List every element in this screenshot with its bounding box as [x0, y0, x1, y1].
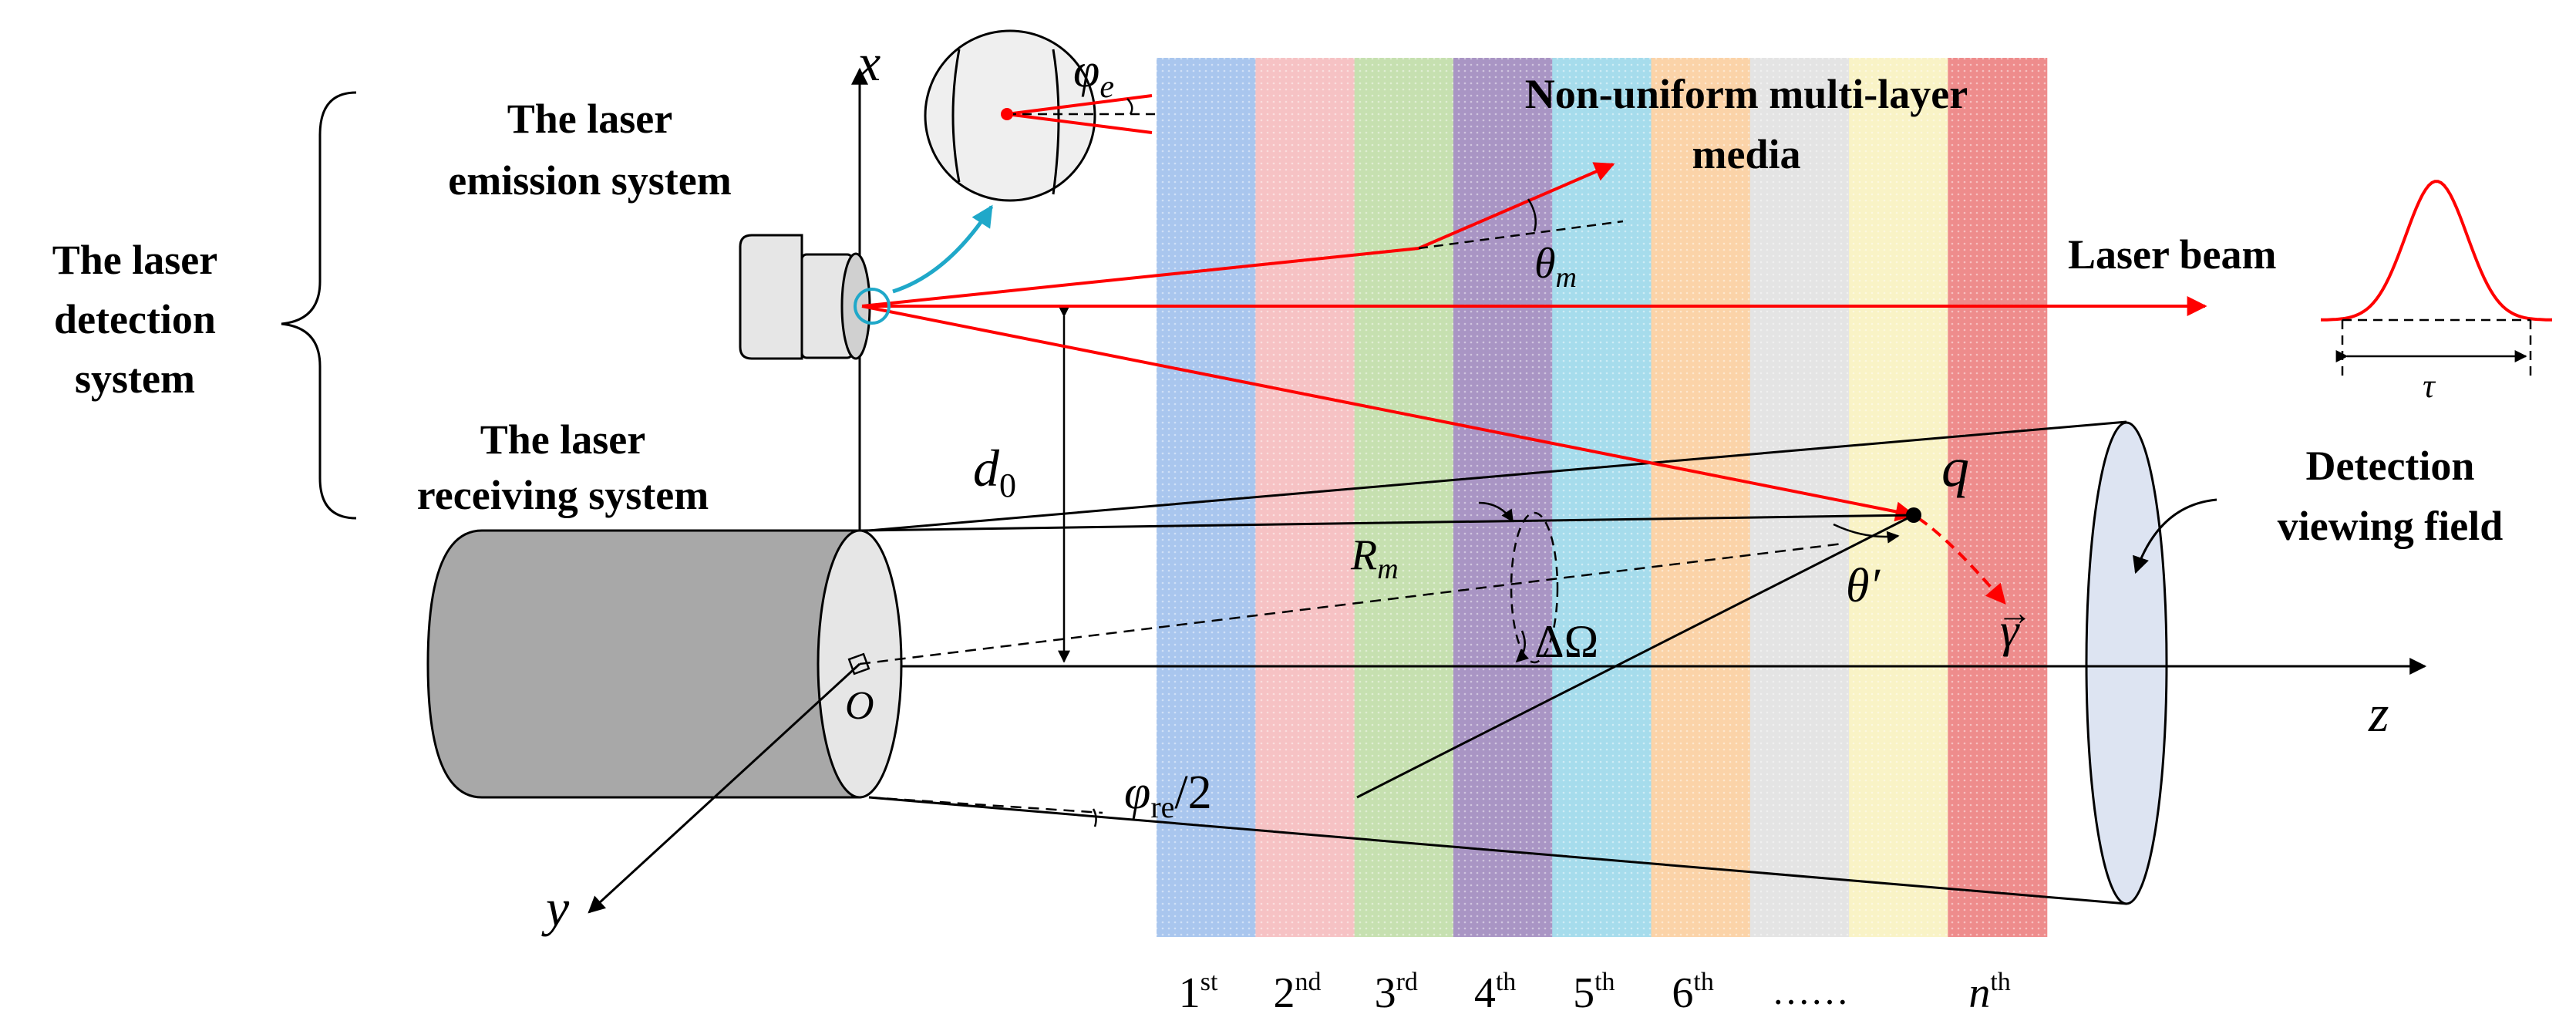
callout-arrow: [892, 204, 994, 294]
emitter-zoom: [924, 29, 1155, 202]
q-symbol: q: [1941, 436, 1969, 498]
origin-label: O: [845, 684, 874, 728]
viewing-field-pointer: [2133, 498, 2217, 574]
solid-angle-arrow-bottom: [1515, 630, 1529, 663]
tau-symbol: τ: [2423, 367, 2436, 405]
y-axis: [588, 662, 861, 914]
layer-ellipsis: ……: [1772, 969, 1849, 1012]
layer-label-4: 4th: [1474, 968, 1516, 1017]
theta-prime-arc: [1833, 523, 1900, 544]
laser-beams: [861, 162, 2207, 522]
scatter-point-q: [1906, 507, 1921, 523]
detection-system-label-3: system: [75, 355, 195, 402]
phi-re-dashed: [868, 796, 1103, 814]
pulse-shape: [2321, 180, 2552, 382]
viewing-field-ellipse: [2085, 421, 2168, 905]
rm-line: [859, 542, 1844, 665]
detection-system-label: The laser: [52, 237, 217, 283]
receiver-cylinder: [426, 529, 903, 799]
gamma-symbol: γ: [2000, 605, 2020, 657]
layer-label-9: nth: [1968, 968, 2010, 1017]
viewing-field-label: Detection: [2306, 443, 2475, 489]
layer-label-1: 1st: [1179, 968, 1218, 1017]
z-axis-label: z: [2368, 684, 2389, 743]
q-to-origin-line: [859, 514, 1914, 532]
layer-label-3: 3rd: [1375, 968, 1418, 1017]
theta-prime-symbol: θ′: [1846, 560, 1881, 612]
theta-m-dashed: [1418, 220, 1624, 250]
system-brace: [281, 91, 357, 520]
phi-re-arc: [1092, 808, 1097, 827]
emitter-callout-marker: [854, 288, 891, 325]
delta-omega-symbol: ΔΩ: [1534, 616, 1598, 667]
layer-label-5: 5th: [1573, 968, 1615, 1017]
scatter-direction: [1917, 517, 2006, 605]
gamma-arrow-symbol: →: [1997, 593, 2032, 632]
emission-system-label: The laser: [507, 96, 672, 142]
solid-angle-arrow-top: [1478, 501, 1514, 523]
rm-symbol: Rm: [1350, 531, 1399, 585]
viewing-cone: [868, 420, 2127, 905]
viewing-field-label-2: viewing field: [2278, 503, 2504, 549]
detection-system-label-2: detection: [54, 296, 216, 342]
d0-symbol: d0: [973, 439, 1016, 504]
theta-m-arc: [1527, 198, 1537, 232]
phi-e-symbol: φe: [1073, 45, 1114, 105]
media-label-2: media: [1692, 131, 1801, 177]
media-texture: [1157, 58, 2047, 937]
y-axis-label: y: [541, 878, 570, 937]
x-axis-label: x: [857, 33, 881, 92]
media-label: Non-uniform multi-layer: [1525, 71, 1968, 117]
solid-angle-ellipse: [1510, 511, 1559, 664]
receiving-system-label-2: receiving system: [417, 472, 709, 518]
emission-system-label-2: emission system: [448, 157, 731, 204]
laser-beam-label: Laser beam: [2068, 231, 2276, 278]
receiving-system-label: The laser: [480, 416, 645, 463]
phi-re-symbol: φre/2: [1124, 767, 1212, 824]
theta-m-symbol: θm: [1534, 240, 1577, 294]
layer-label-2: 2nd: [1273, 968, 1321, 1017]
layer-label-6: 6th: [1672, 968, 1713, 1017]
layer-labels: 1st 2nd 3rd 4th 5th 6th …… nth: [1179, 968, 2011, 1017]
laser-emitter: [739, 234, 871, 360]
q-to-cone-line: [1356, 514, 1914, 799]
